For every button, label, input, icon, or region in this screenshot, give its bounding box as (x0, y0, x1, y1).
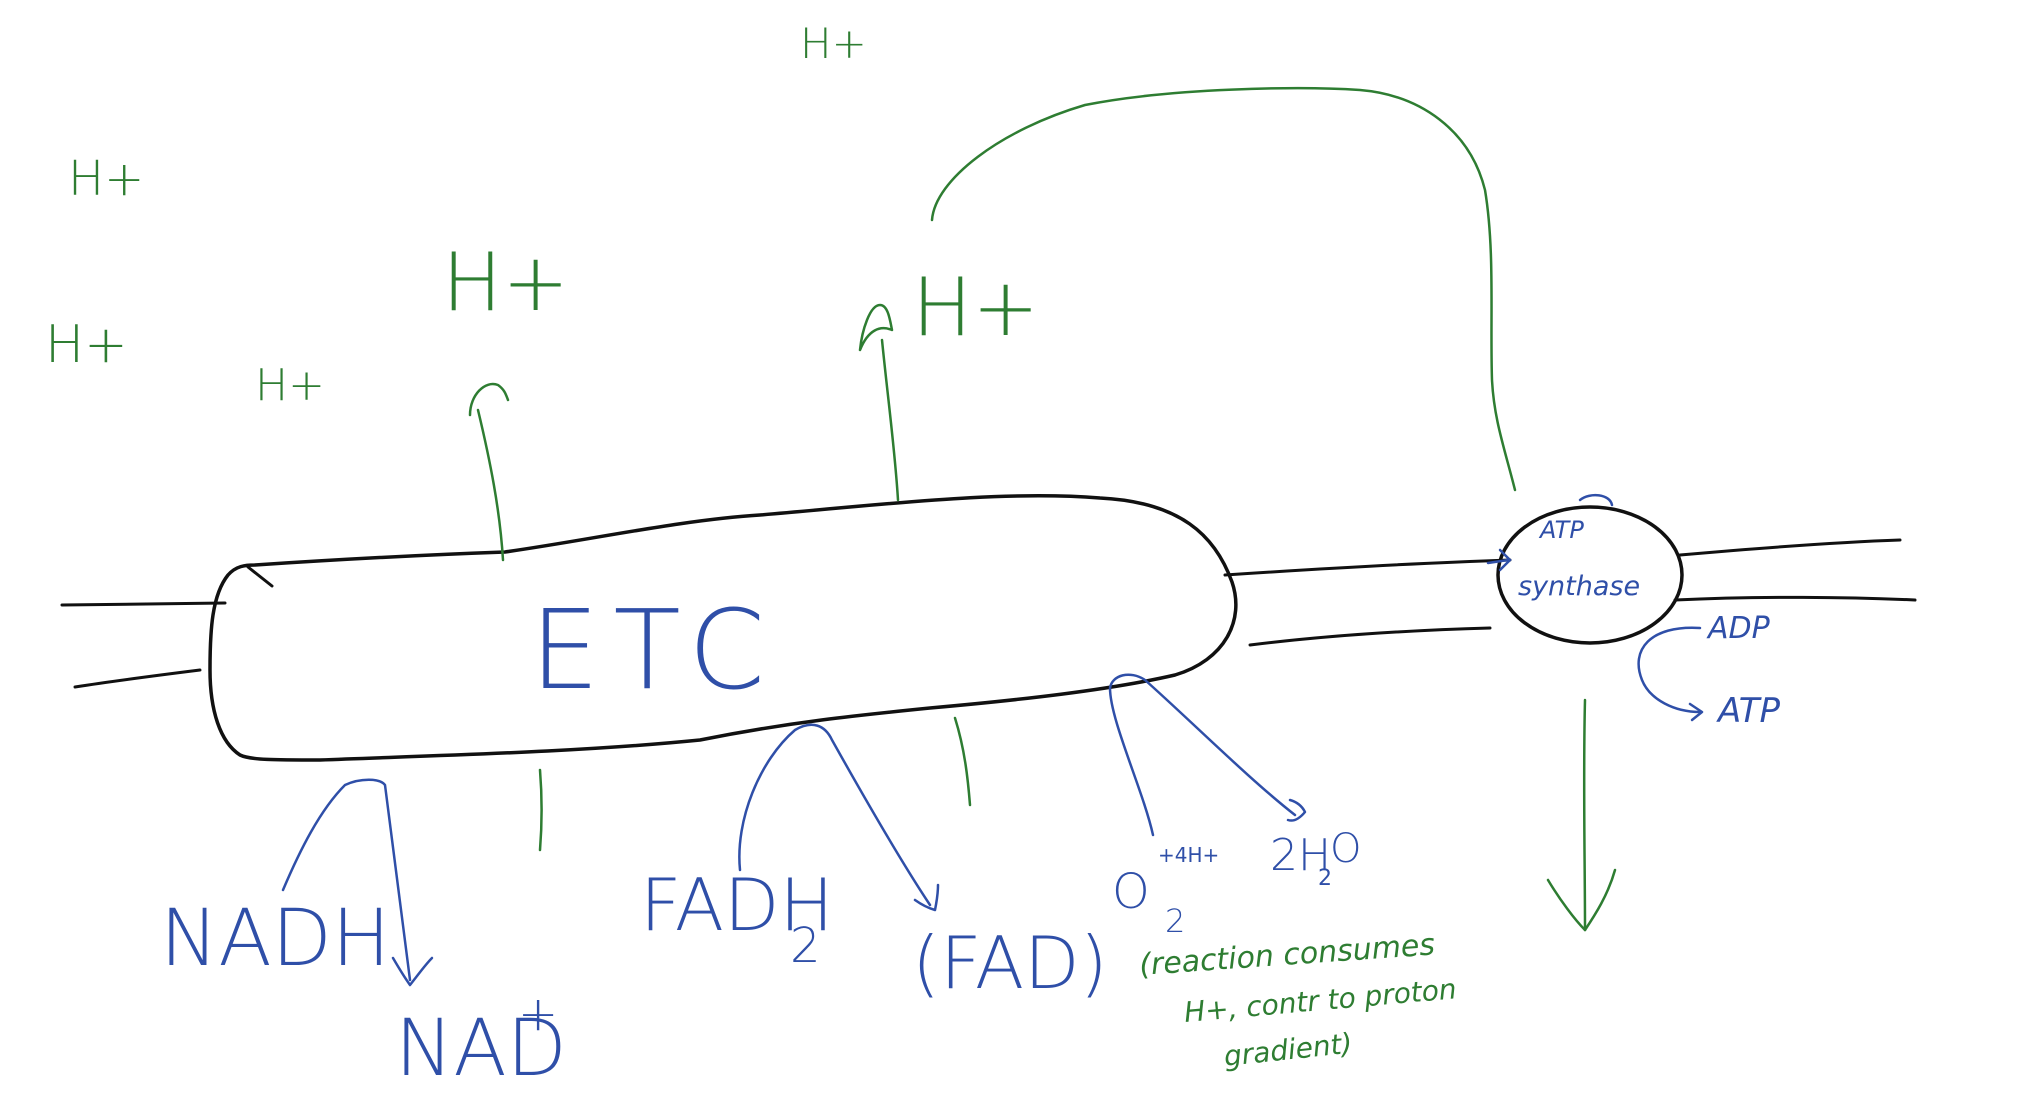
atp-synthase-label-top: ATP (1538, 516, 1584, 544)
proton-etc-2: H+ (912, 261, 1039, 354)
membrane-right-bottom (1673, 595, 1917, 602)
atp-label: ATP (1716, 691, 1781, 731)
atp-synthase-down-arrowhead (1546, 868, 1617, 932)
atp-synthase (1496, 505, 1684, 645)
proton-pump-arrow-2 (880, 338, 900, 502)
etc-cap-notch (246, 565, 274, 588)
oxygen-to-water-arrowhead (1286, 798, 1307, 822)
fadh2-to-fad-arrowhead (913, 883, 940, 912)
proton-etc-1: H+ (442, 236, 569, 329)
oxygen-to-water-arrow (1108, 673, 1297, 837)
nad-label: NAD (395, 1004, 567, 1094)
arrow-into-atp-synthase (1486, 548, 1512, 572)
membrane-left-top (60, 601, 227, 607)
nadh-to-nad-arrow (281, 778, 412, 982)
etc-label: ETC (530, 586, 779, 714)
nadh-label: NADH (160, 894, 390, 984)
proton-pump-arrowhead-2 (858, 303, 894, 352)
adp-label: ADP (1706, 611, 1771, 646)
atp-synthase-label-bottom: synthase (1518, 571, 1640, 602)
proton-tick-2 (953, 716, 972, 807)
proton-pump-arrowhead-1 (468, 382, 510, 417)
oxygen-label-sub: 2 (1165, 902, 1185, 940)
proton-left-1: H+ (68, 151, 144, 207)
proton-paths (468, 87, 1617, 932)
water-label-o: O (1330, 826, 1361, 872)
fadh2-label: FADH (640, 863, 834, 947)
atp-synthase-down-arrow (1582, 698, 1587, 932)
atp-synthase-top-hook (1578, 493, 1614, 507)
proton-labels: H+ H+ H+ H+ H+ H+ (45, 19, 1039, 411)
reaction-note: (reaction consumes H+, contr to proton g… (1138, 927, 1458, 1073)
fad-label: (FAD) (912, 921, 1108, 1005)
membrane-right-top (1678, 538, 1902, 557)
nadh-to-nad-arrowhead (391, 956, 434, 987)
reaction-note-line-2: H+, contr to proton (1183, 972, 1458, 1029)
membrane-left-bottom (73, 668, 202, 689)
adp-to-atp-arrowhead (1688, 702, 1704, 722)
nad-label-sup: + (518, 986, 558, 1042)
proton-top-center: H+ (800, 19, 867, 68)
proton-left-2: H+ (45, 315, 128, 375)
membrane-mid-bottom (1248, 626, 1492, 647)
etc-complex (208, 493, 1238, 762)
proton-pump-arrow-1 (476, 408, 505, 562)
membrane-mid-top (1223, 558, 1512, 577)
oxygen-label: O (1112, 864, 1150, 920)
water-label: 2H (1270, 830, 1331, 881)
fadh2-label-sub: 2 (790, 918, 821, 974)
molecule-labels: NADH NAD + FADH 2 (FAD) O 2 +4H+ 2H 2 O … (160, 611, 1781, 1094)
membrane (60, 538, 1917, 689)
fadh2-to-fad-arrow (738, 723, 932, 907)
molecule-paths (281, 626, 1704, 987)
water-label-sub: 2 (1318, 866, 1332, 891)
proton-left-3: H+ (255, 360, 325, 411)
oxygen-label-sup: +4H+ (1158, 843, 1219, 867)
proton-tick-1 (538, 768, 543, 852)
proton-return-arc (930, 87, 1517, 492)
adp-to-atp-arrow (1637, 626, 1702, 714)
reaction-note-line-3: gradient) (1222, 1027, 1354, 1073)
